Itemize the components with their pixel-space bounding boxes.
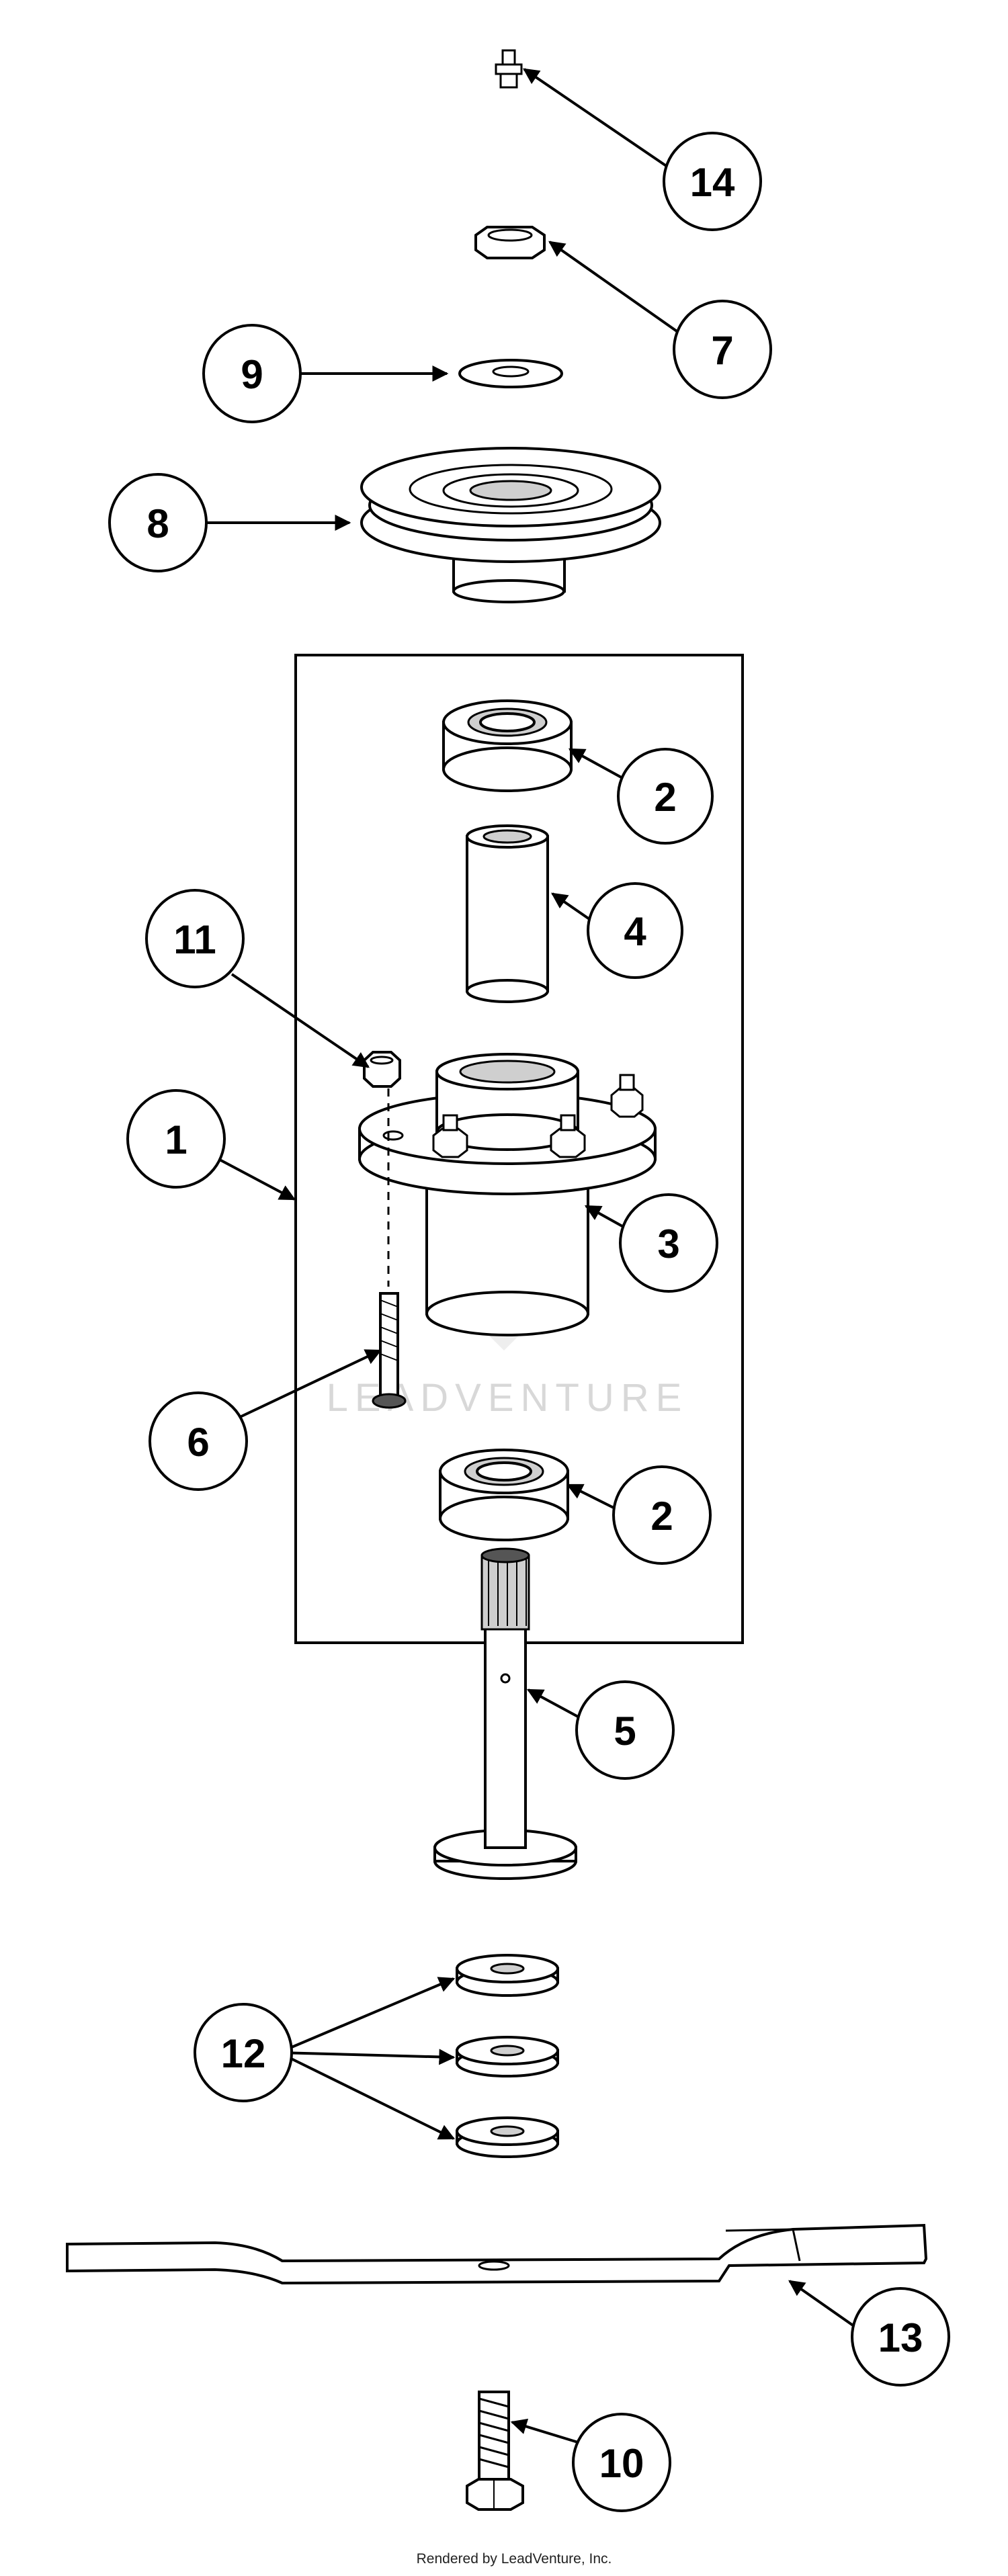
- callout-9: 9: [202, 324, 302, 423]
- part-spindle-housing: [358, 1053, 657, 1336]
- part-grease-fitting: [495, 49, 523, 89]
- callout-8: 8: [108, 473, 208, 572]
- callout-13: 13: [851, 2287, 950, 2387]
- part-bearing-top: [442, 699, 573, 792]
- part-hex-bolt: [466, 2391, 524, 2511]
- callout-12: 12: [194, 2003, 293, 2102]
- part-carriage-bolt: [372, 1292, 407, 1409]
- housing-stud-nut-right: [550, 1114, 586, 1158]
- part-washer: [458, 359, 563, 388]
- part-bearing-bottom: [439, 1449, 569, 1541]
- callout-2-bottom: 2: [612, 1465, 712, 1565]
- leader-lines: [203, 68, 858, 2444]
- callout-11-label: 11: [173, 917, 216, 962]
- part-hex-nut: [474, 226, 546, 259]
- callout-6: 6: [149, 1391, 248, 1491]
- callout-14: 14: [663, 132, 762, 231]
- callout-9-label: 9: [241, 352, 263, 397]
- part-mower-blade: [66, 2223, 928, 2285]
- callout-11: 11: [145, 889, 245, 988]
- callout-2-top: 2: [617, 748, 714, 845]
- housing-stud-nut-left: [432, 1114, 468, 1158]
- part-washers: [456, 1954, 559, 2158]
- callout-13-label: 13: [878, 2315, 923, 2360]
- part-spindle-shaft: [433, 1547, 577, 1880]
- part-pulley: [360, 447, 661, 603]
- part-spacer-tube: [466, 824, 549, 1003]
- callout-8-label: 8: [146, 501, 169, 546]
- washer-2: [456, 2036, 559, 2077]
- callout-5-label: 5: [614, 1709, 636, 1754]
- callout-1-label: 1: [165, 1117, 187, 1162]
- callout-6-label: 6: [187, 1420, 209, 1465]
- callouts: 14 7 9 8 2 4 11 1: [108, 132, 950, 2512]
- callout-5: 5: [575, 1680, 675, 1780]
- callout-10: 10: [572, 2413, 671, 2512]
- callout-1: 1: [126, 1089, 226, 1189]
- callout-12-label: 12: [221, 2031, 266, 2076]
- callout-4: 4: [587, 882, 683, 979]
- callout-2-bottom-label: 2: [650, 1494, 673, 1539]
- washer-1: [456, 1954, 559, 1997]
- callout-4-label: 4: [624, 909, 646, 954]
- callout-7-label: 7: [711, 328, 733, 373]
- callout-3: 3: [619, 1193, 718, 1293]
- callout-14-label: 14: [690, 160, 735, 205]
- housing-stud-nut-back: [610, 1074, 644, 1118]
- callout-10-label: 10: [599, 2441, 644, 2486]
- callout-2-top-label: 2: [654, 775, 676, 820]
- callout-7: 7: [673, 300, 772, 399]
- washer-3: [456, 2116, 559, 2158]
- footer-credit: Rendered by LeadVenture, Inc.: [417, 2551, 612, 2567]
- callout-3-label: 3: [657, 1221, 679, 1266]
- part-flange-nut: [363, 1051, 401, 1088]
